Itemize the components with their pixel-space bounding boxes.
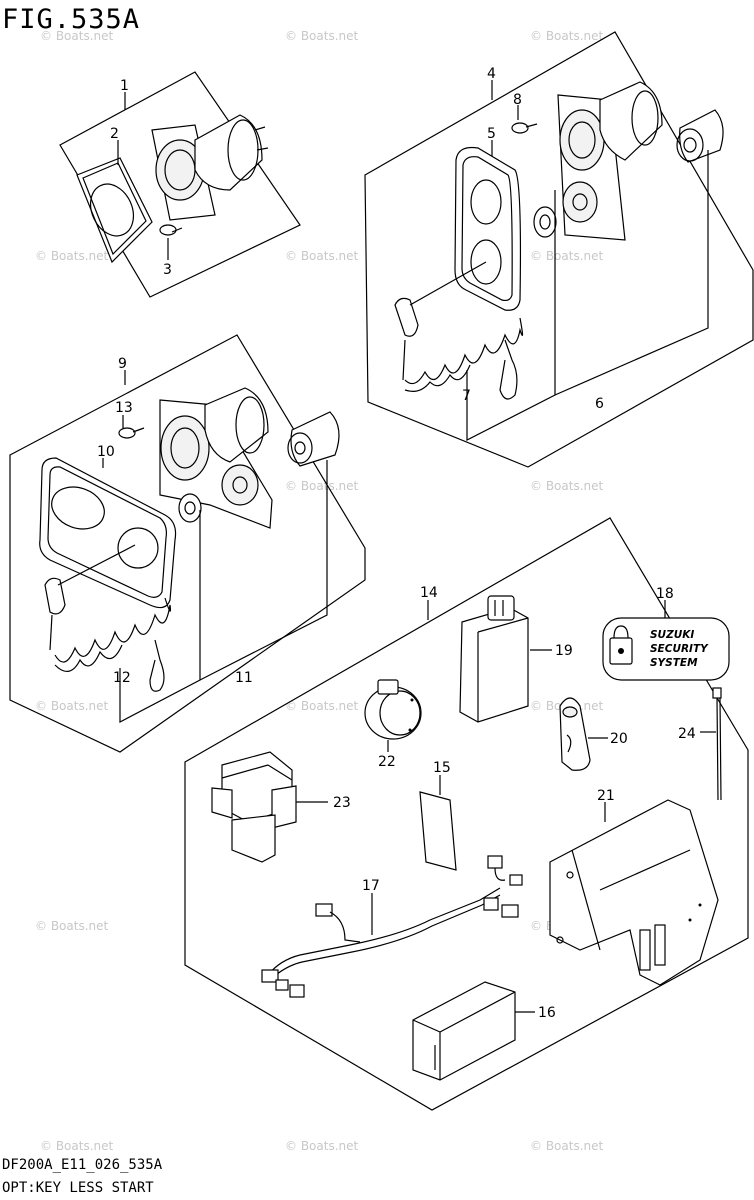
stop-switch-part bbox=[676, 109, 724, 163]
watermark: © Boats.net bbox=[35, 699, 109, 713]
figure-title: FIG.535A bbox=[2, 4, 141, 35]
switch-part bbox=[557, 81, 663, 241]
callout-24: 24 bbox=[678, 726, 696, 742]
label-line1: SUZUKI bbox=[650, 629, 694, 641]
callout-16: 16 bbox=[538, 1005, 556, 1021]
watermark: © Boats.net bbox=[285, 29, 359, 43]
watermark: © Boats.net bbox=[530, 479, 604, 493]
switch-part bbox=[159, 387, 273, 529]
callout-5: 5 bbox=[487, 126, 496, 142]
callout-20: 20 bbox=[610, 731, 628, 747]
footer-description: OPT:KEY LESS START bbox=[2, 1180, 154, 1196]
watermark: © Boats.net bbox=[285, 699, 359, 713]
washer-part bbox=[533, 206, 557, 238]
buzzer-part bbox=[364, 679, 422, 740]
watermark: © Boats.net bbox=[530, 29, 604, 43]
watermark: © Boats.net bbox=[40, 29, 114, 43]
callout-19: 19 bbox=[555, 643, 573, 659]
label-line3: SYSTEM bbox=[650, 657, 698, 669]
key-fob-part bbox=[559, 697, 591, 771]
watermark: © Boats.net bbox=[530, 249, 604, 263]
watermark: © Boats.net bbox=[35, 249, 109, 263]
callout-7: 7 bbox=[462, 388, 471, 404]
watermark: © Boats.net bbox=[35, 919, 109, 933]
stop-switch-part bbox=[287, 411, 340, 467]
callout-3: 3 bbox=[163, 262, 172, 278]
screw-part bbox=[118, 427, 145, 439]
watermark: © Boats.net bbox=[530, 1139, 604, 1153]
callout-23: 23 bbox=[333, 795, 351, 811]
bezel-part bbox=[76, 157, 153, 264]
card-part bbox=[419, 791, 457, 871]
callout-14: 14 bbox=[420, 585, 438, 601]
bracket-part bbox=[549, 799, 719, 986]
assembly-1-group: 1 2 3 bbox=[59, 71, 301, 298]
callout-10: 10 bbox=[97, 444, 115, 460]
case-part bbox=[412, 981, 516, 1081]
switch-part bbox=[151, 114, 269, 221]
callout-18: 18 bbox=[656, 586, 674, 602]
callout-9: 9 bbox=[118, 356, 127, 372]
security-system-label: SUZUKI SECURITY SYSTEM bbox=[602, 617, 730, 681]
callout-1: 1 bbox=[120, 78, 129, 94]
label-line2: SECURITY bbox=[650, 643, 709, 655]
assembly-9-group: 9 13 10 bbox=[9, 334, 366, 753]
callout-4: 4 bbox=[487, 66, 496, 82]
watermark: © Boats.net bbox=[285, 1139, 359, 1153]
footer-part-code: DF200A_E11_026_535A bbox=[2, 1157, 163, 1173]
cable-tie-part bbox=[712, 687, 722, 801]
screw-part bbox=[159, 224, 183, 236]
double-bezel-part bbox=[454, 146, 522, 311]
assembly-14-group: 14 19 18 SUZUKI SECURITY SYSTEM bbox=[184, 517, 749, 1111]
callout-8: 8 bbox=[513, 92, 522, 108]
callout-12: 12 bbox=[113, 670, 131, 686]
callout-21: 21 bbox=[597, 788, 615, 804]
watermark: © Boats.net bbox=[40, 1139, 114, 1153]
washer-part bbox=[178, 493, 202, 523]
wire-harness-part bbox=[261, 855, 523, 998]
watermark: © Boats.net bbox=[285, 249, 359, 263]
callout-2: 2 bbox=[110, 126, 119, 142]
callout-6: 6 bbox=[595, 396, 604, 412]
callout-15: 15 bbox=[433, 760, 451, 776]
watermark: © Boats.net bbox=[285, 479, 359, 493]
lanyard-part bbox=[44, 544, 172, 692]
screw-part bbox=[511, 122, 538, 134]
lanyard-part bbox=[394, 261, 524, 400]
control-unit-part bbox=[459, 595, 529, 723]
assembly-4-group: 4 8 5 bbox=[364, 31, 754, 468]
double-bezel-part bbox=[39, 457, 177, 609]
callout-13: 13 bbox=[115, 400, 133, 416]
callout-22: 22 bbox=[378, 754, 396, 770]
callout-17: 17 bbox=[362, 878, 380, 894]
relay-part bbox=[211, 751, 297, 863]
callout-11: 11 bbox=[235, 670, 253, 686]
